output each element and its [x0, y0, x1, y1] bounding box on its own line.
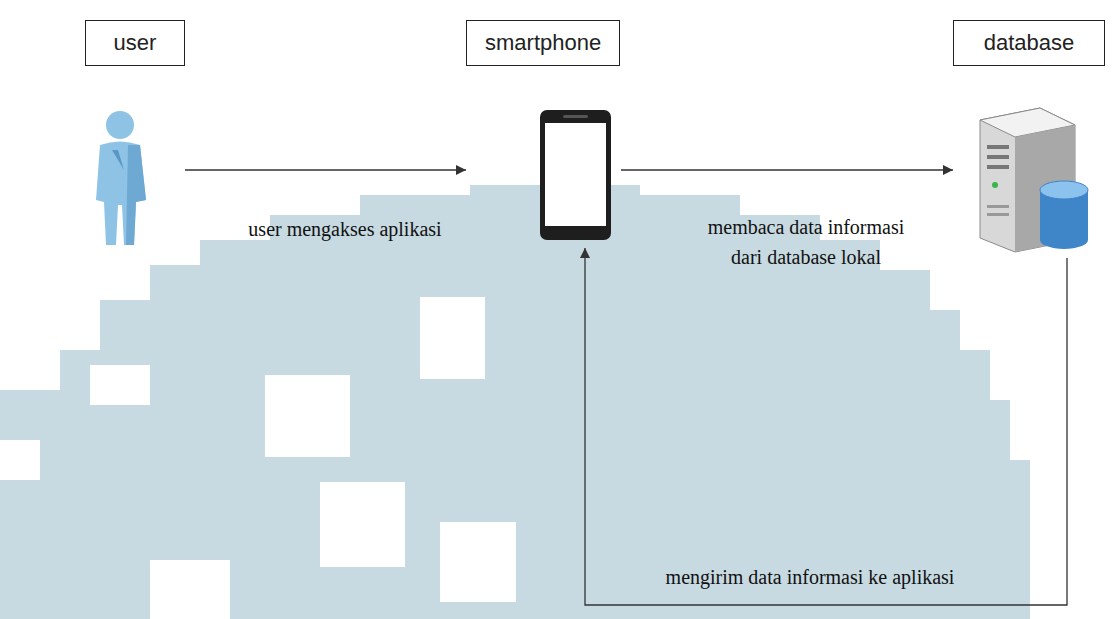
edge-label: membaca data informasi dari database lok… — [699, 212, 914, 272]
edge-label: user mengakses aplikasi — [248, 214, 441, 244]
watermark — [0, 185, 1030, 619]
node-group: database — [953, 20, 1105, 258]
node-group: user — [85, 20, 185, 252]
user-figure — [96, 111, 146, 245]
arrow-connector — [585, 248, 1067, 605]
node-label: smartphone — [466, 20, 620, 66]
node-label: user — [85, 20, 185, 66]
node-label: database — [953, 20, 1105, 66]
node-group: smartphone — [466, 20, 621, 248]
phone-icon — [540, 110, 611, 240]
arrow-connector — [185, 169, 466, 170]
arrow-connector — [621, 169, 953, 170]
edge-label: mengirim data informasi ke aplikasi — [666, 562, 955, 592]
server-icon — [980, 108, 1088, 252]
